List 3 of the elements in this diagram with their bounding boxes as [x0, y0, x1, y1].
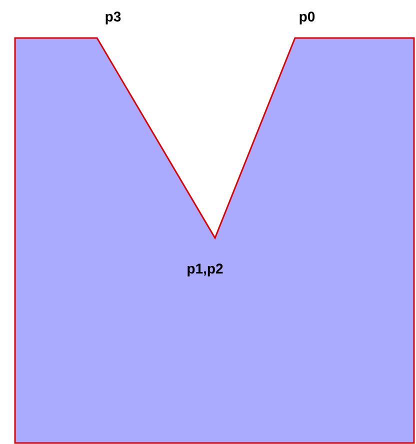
vertex-label: p3	[106, 12, 121, 24]
vertex-label: p0	[300, 12, 315, 24]
vertex-label: p1,p2	[188, 264, 223, 276]
